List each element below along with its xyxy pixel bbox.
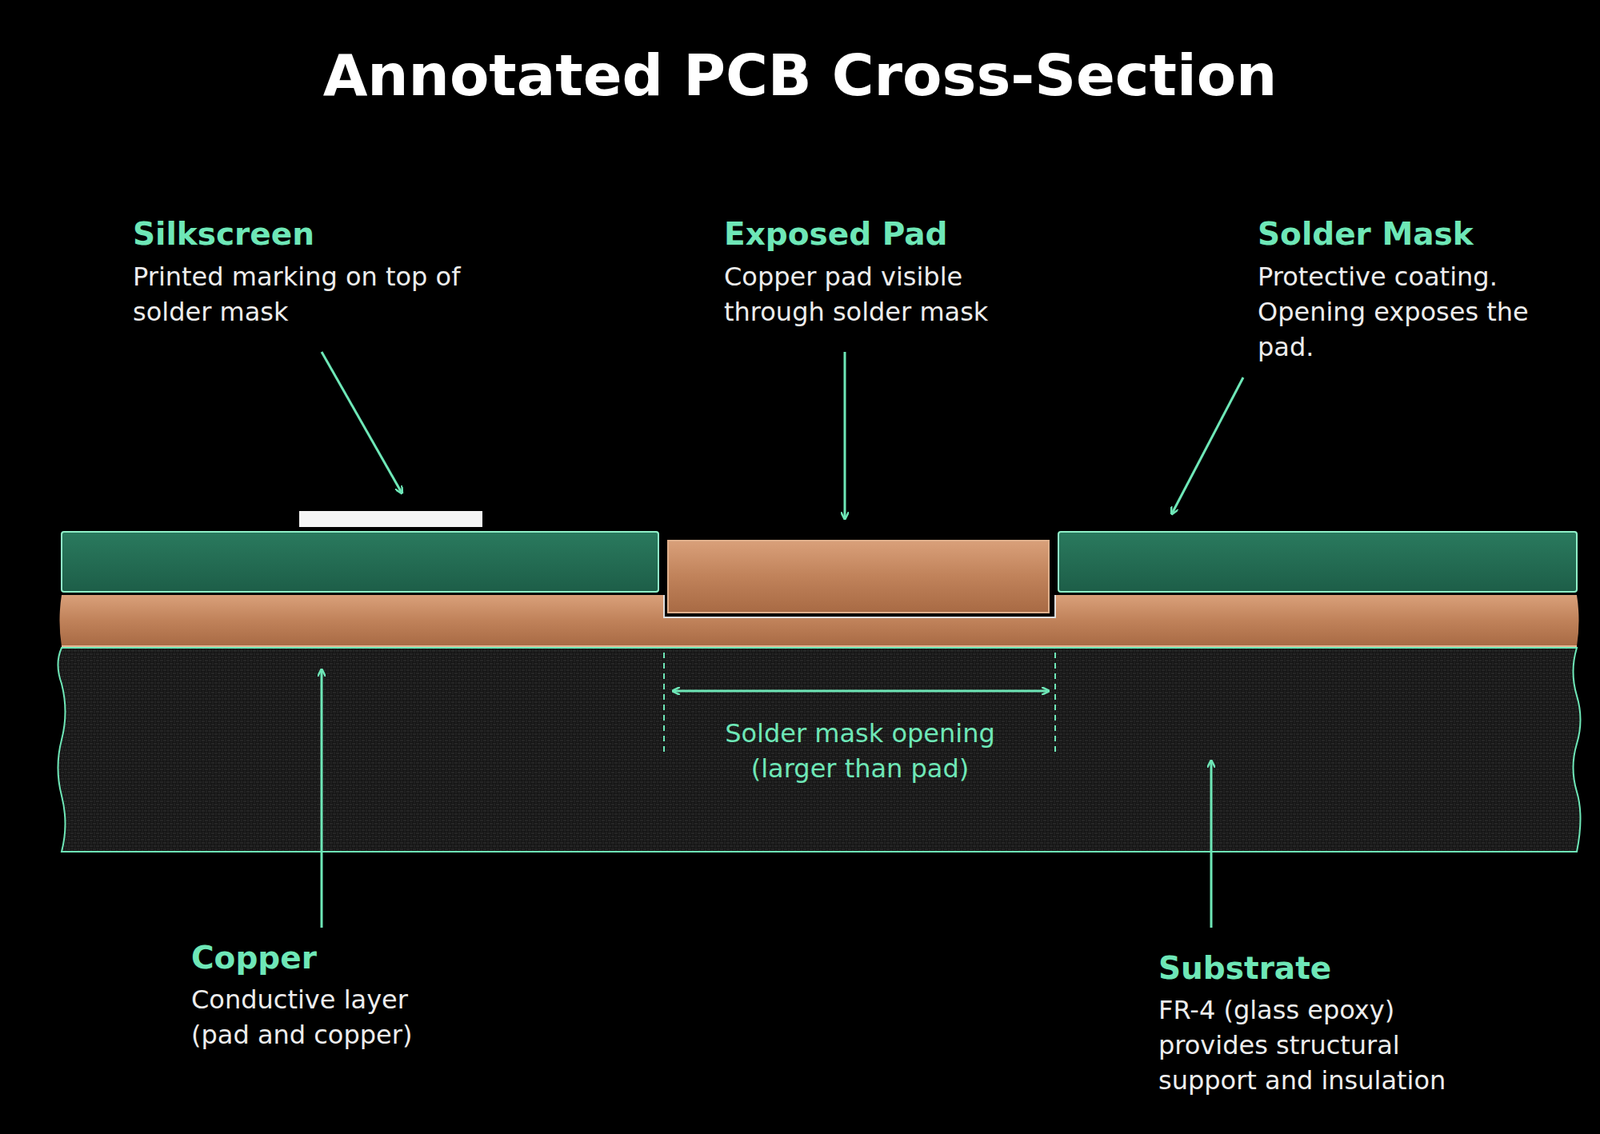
diagram-title: Annotated PCB Cross-Section bbox=[323, 41, 1278, 109]
solder-mask bbox=[1058, 532, 1577, 592]
callout-description: Printed marking on top of solder mask bbox=[132, 259, 469, 330]
dimension-label: Solder mask opening (larger than pad) bbox=[708, 716, 1012, 787]
pad-outline bbox=[664, 595, 1056, 618]
callout-heading: Solder Mask bbox=[1257, 216, 1474, 252]
solder-mask bbox=[61, 532, 659, 592]
callout-heading: Copper bbox=[191, 940, 317, 976]
copper-edge bbox=[61, 645, 1577, 648]
silkscreen-marking bbox=[299, 511, 483, 528]
callout-heading: Substrate bbox=[1158, 950, 1332, 987]
substrate bbox=[58, 648, 1581, 852]
callout-heading: Silkscreen bbox=[132, 216, 315, 252]
exposed-pad bbox=[668, 540, 1049, 613]
callout-description: Copper pad visible through solder mask bbox=[724, 259, 1020, 330]
leader-lines bbox=[321, 352, 1244, 928]
callout-heading: Exposed Pad bbox=[724, 216, 948, 252]
callout-description: Conductive layer (pad and copper) bbox=[191, 982, 456, 1053]
callout-description: Protective coating. Opening exposes the … bbox=[1257, 259, 1530, 365]
callout-description: FR-4 (glass epoxy) provides structural s… bbox=[1158, 992, 1479, 1099]
